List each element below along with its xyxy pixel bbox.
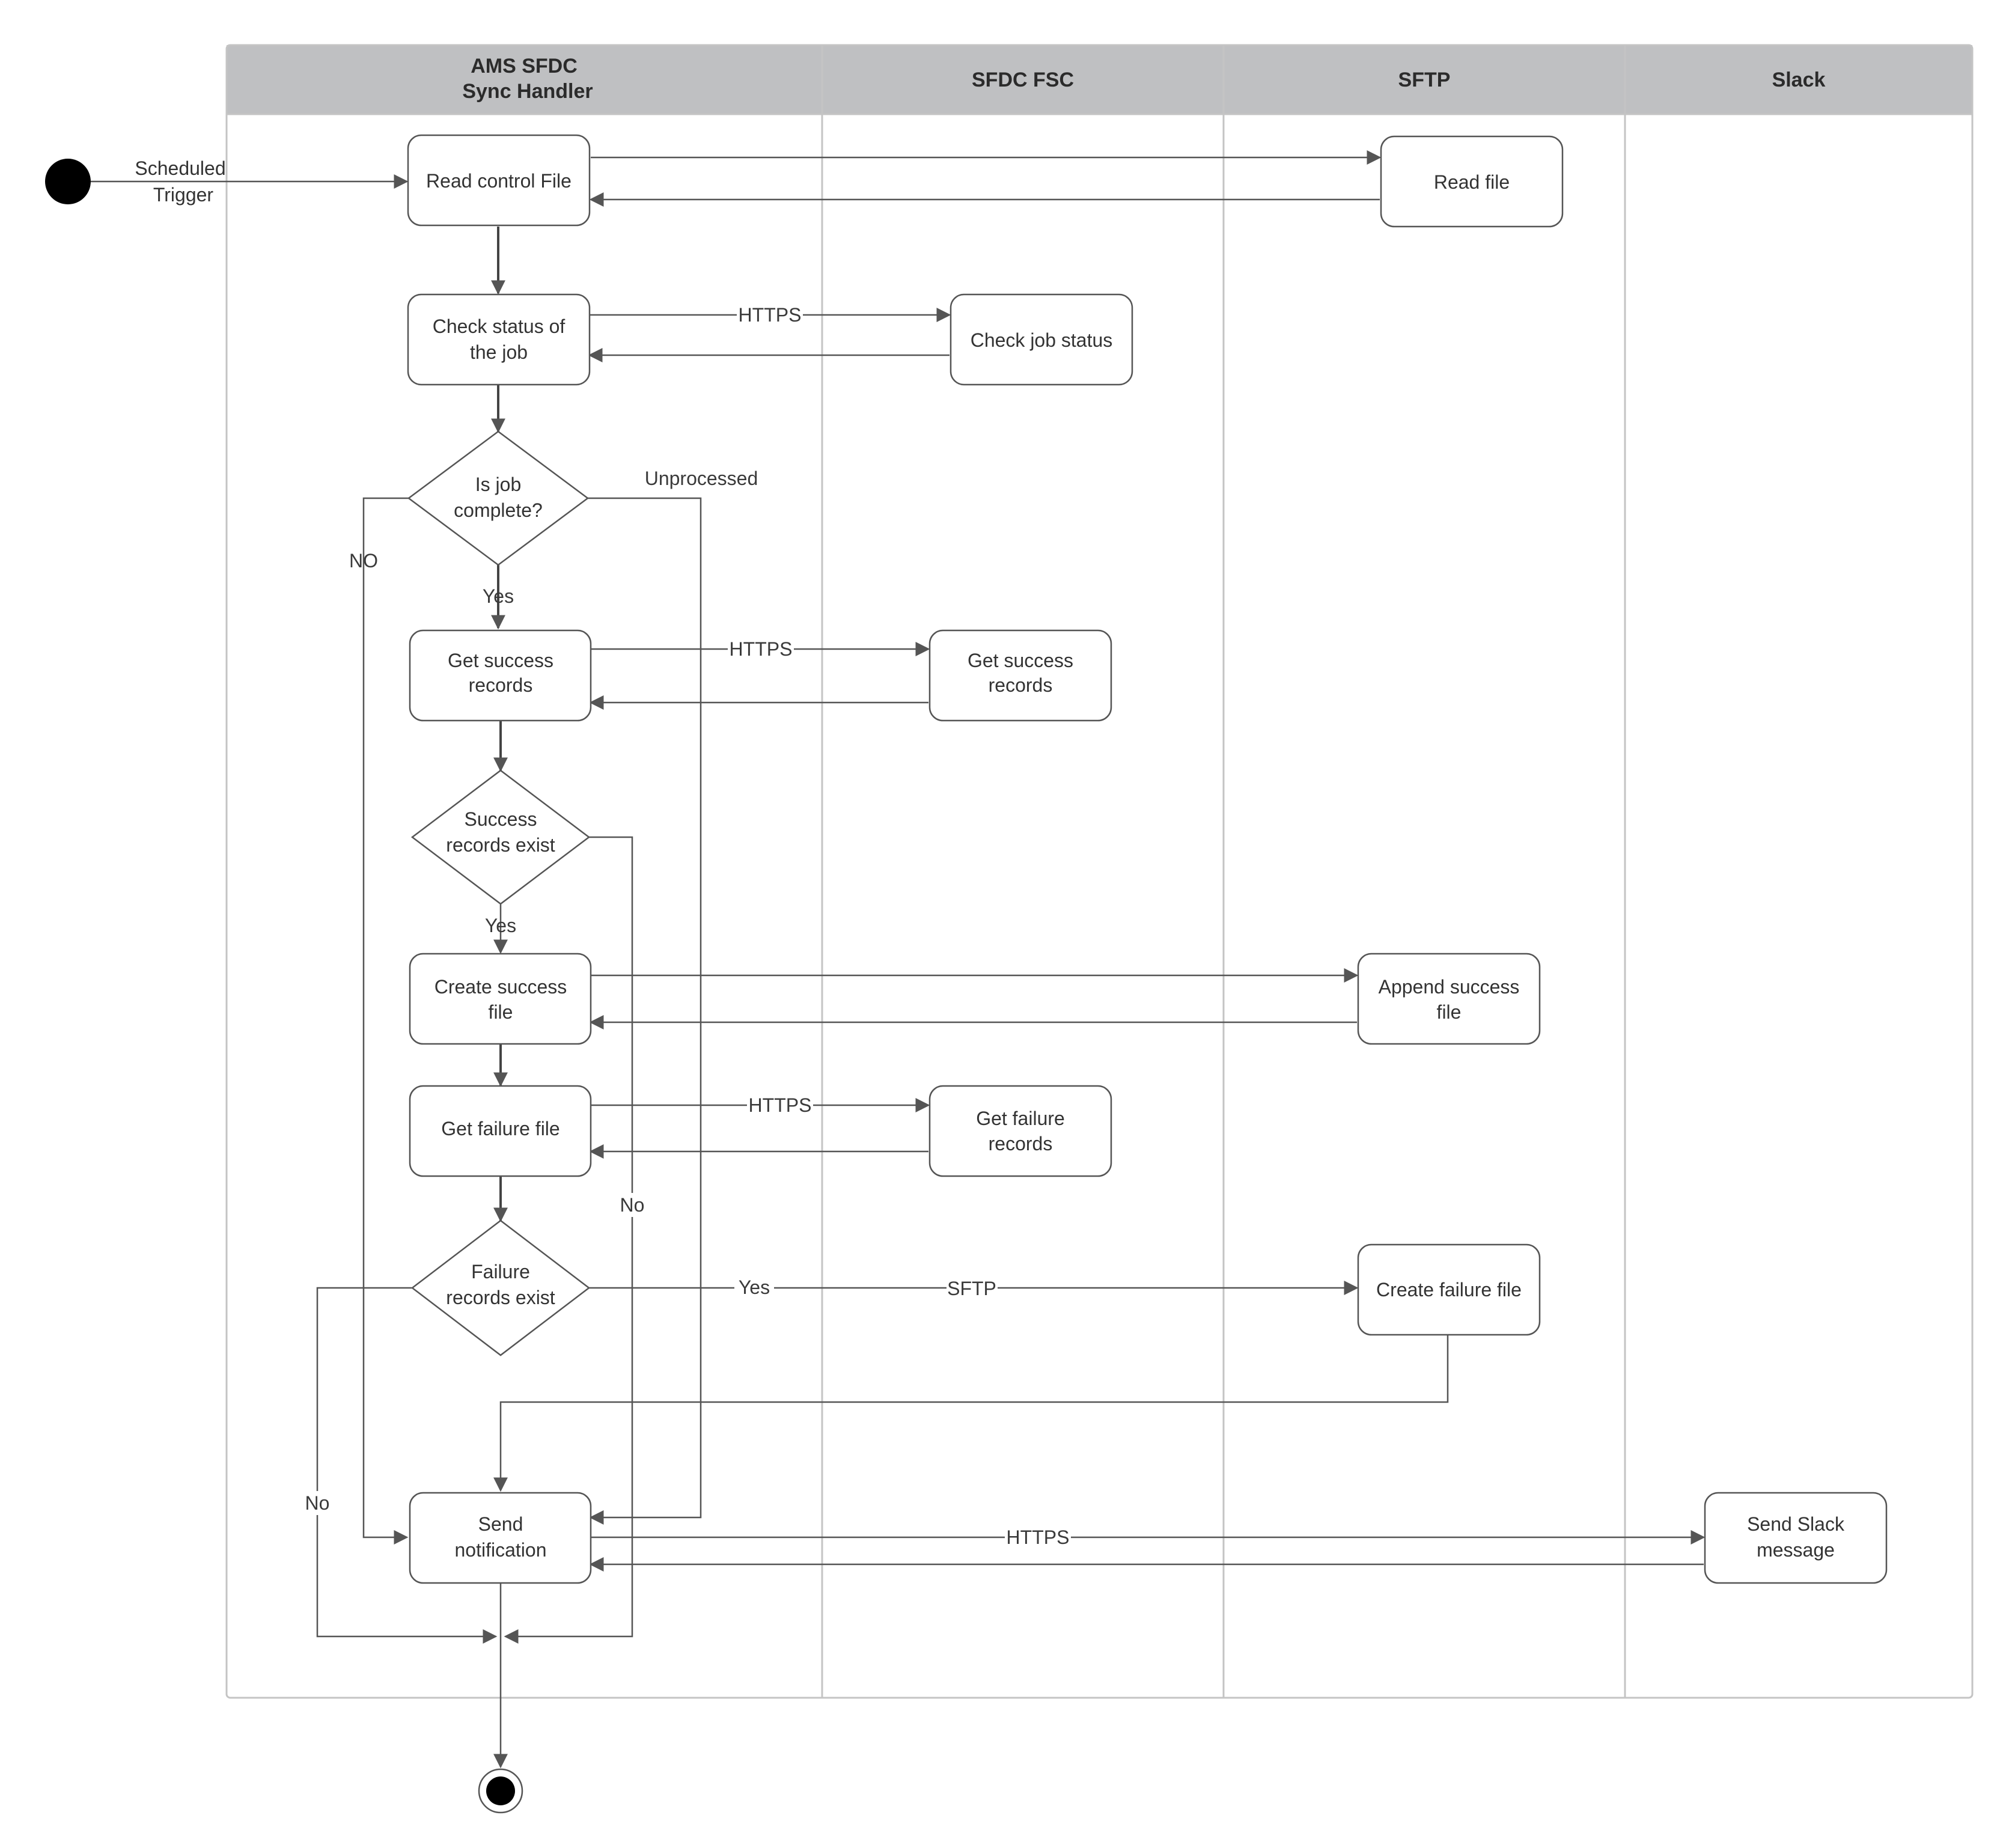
end-node <box>486 1776 515 1805</box>
node-append-success-line1: Append success <box>1379 976 1520 998</box>
node-append-success-line2: file <box>1437 1001 1462 1023</box>
node-check-status-line1: Check status of <box>433 316 566 337</box>
node-get-failure-file: Get failure file <box>409 1085 592 1177</box>
label-https-failure: HTTPS <box>749 1094 812 1116</box>
edge-job-unprocessed <box>586 497 702 1525</box>
lane-header-bar <box>227 45 1972 114</box>
node-read-control-label: Read control File <box>426 170 572 192</box>
lane-frame <box>225 44 1974 1699</box>
decision-success-records-exist: Success records exist <box>410 769 591 905</box>
node-create-success-file: Create success file <box>409 953 592 1045</box>
decision-failure-records-exist: Failure records exist <box>410 1219 591 1356</box>
label-no-failure: No <box>305 1492 330 1514</box>
node-get-success-line1: Get success <box>448 650 553 671</box>
decision-success-line2: records exist <box>446 834 555 856</box>
lane-title-sfdc-fsc: SFDC FSC <box>972 69 1074 91</box>
edge-success-no <box>504 836 633 1644</box>
node-send-slack-line1: Send Slack <box>1747 1513 1845 1535</box>
label-yes-complete: Yes <box>483 585 514 607</box>
node-get-success-line2: records <box>469 674 533 696</box>
label-https-check: HTTPS <box>739 304 802 326</box>
edge-failure-no <box>316 1287 498 1644</box>
node-check-job-status-label: Check job status <box>971 329 1113 351</box>
node-create-success-line1: Create success <box>434 976 567 998</box>
node-read-file: Read file <box>1380 135 1564 228</box>
nodes: Read control File Read file Check status… <box>407 134 1888 1584</box>
node-read-file-label: Read file <box>1434 171 1510 193</box>
edge-job-no <box>362 497 409 1545</box>
node-send-notification-line1: Send <box>478 1513 523 1535</box>
node-get-success-fsc-line1: Get success <box>968 650 1073 671</box>
decision-failure-line2: records exist <box>446 1287 555 1308</box>
node-send-notification: Send notification <box>409 1492 592 1584</box>
label-no-upper: NO <box>349 550 378 572</box>
swimlanes: AMS SFDC Sync Handler SFDC FSC SFTP Slac… <box>225 44 1974 1699</box>
node-get-success-records-fsc: Get success records <box>928 629 1112 722</box>
node-get-failure-fsc-line2: records <box>989 1133 1053 1154</box>
node-check-status: Check status of the job <box>407 293 591 386</box>
node-append-success-file: Append success file <box>1357 953 1541 1045</box>
start-label-line1: Scheduled <box>135 157 225 179</box>
start-label-line2: Trigger <box>153 184 214 206</box>
lane-title-sftp: SFTP <box>1398 69 1451 91</box>
node-get-failure-fsc-line1: Get failure <box>976 1108 1065 1129</box>
node-read-control-file: Read control File <box>407 134 591 227</box>
node-check-status-line2: the job <box>470 341 528 363</box>
label-yes-failure: Yes <box>739 1276 770 1298</box>
lane-title-slack: Slack <box>1772 69 1826 91</box>
node-get-failure-label: Get failure file <box>441 1118 559 1139</box>
label-https-slack: HTTPS <box>1007 1526 1070 1548</box>
node-check-job-status: Check job status <box>950 293 1133 386</box>
label-yes-success: Yes <box>485 915 516 936</box>
label-unprocessed: Unprocessed <box>645 468 758 489</box>
edge-labels: HTTPS HTTPS HTTPS HTTPS SFTP Unprocessed… <box>299 302 1071 1548</box>
node-send-slack-line2: message <box>1757 1539 1835 1561</box>
label-no-success: No <box>620 1194 645 1216</box>
label-https-success: HTTPS <box>730 638 793 660</box>
node-get-success-fsc-line2: records <box>989 674 1053 696</box>
decision-is-job-complete-line2: complete? <box>454 499 543 521</box>
label-sftp: SFTP <box>947 1278 996 1299</box>
node-create-failure-label: Create failure file <box>1376 1279 1522 1301</box>
decision-success-line1: Success <box>465 808 537 830</box>
node-create-failure-file: Create failure file <box>1357 1243 1541 1336</box>
node-send-notification-line2: notification <box>455 1539 547 1561</box>
node-get-failure-records-fsc: Get failure records <box>928 1085 1112 1177</box>
lane-title-ams-line2: Sync Handler <box>462 80 593 103</box>
node-create-success-line2: file <box>489 1001 513 1023</box>
lane-title-ams-line1: AMS SFDC <box>471 55 578 78</box>
decision-is-job-complete: Is job complete? <box>407 430 590 566</box>
start-node <box>45 159 91 204</box>
node-get-success-records: Get success records <box>409 629 592 722</box>
decision-failure-line1: Failure <box>471 1261 530 1282</box>
edge-createfailure-to-notification <box>493 1335 1449 1492</box>
decision-is-job-complete-line1: Is job <box>475 474 521 495</box>
node-send-slack-message: Send Slack message <box>1704 1492 1888 1584</box>
